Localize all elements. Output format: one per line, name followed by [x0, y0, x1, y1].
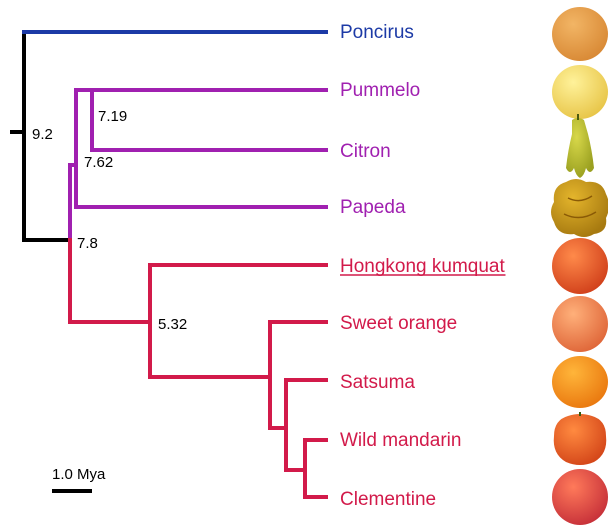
node-label-red-clade: 5.32	[158, 316, 187, 333]
taxon-label-wild-mandarin: Wild mandarin	[340, 430, 461, 451]
wild-mandarin-fruit-icon	[554, 412, 607, 465]
sweet-orange-fruit-icon	[552, 296, 608, 352]
papeda-fruit-icon	[551, 179, 608, 237]
branch-mandarin-clementine	[286, 440, 305, 497]
branch-satsuma-group	[270, 380, 286, 470]
taxon-label-citron: Citron	[340, 141, 391, 162]
taxon-label-sweet-orange: Sweet orange	[340, 313, 457, 334]
poncirus-fruit-icon	[552, 7, 608, 61]
clementine-fruit-icon	[552, 469, 608, 525]
taxon-label-pummelo: Pummelo	[340, 80, 420, 101]
branch-purple-stem	[70, 90, 76, 240]
taxon-label-papeda: Papeda	[340, 197, 406, 218]
branch-root	[12, 32, 24, 240]
kumquat-fruit-icon	[552, 238, 608, 294]
branch-mandarin-group	[150, 322, 270, 428]
scale-bar-label: 1.0 Mya	[52, 466, 106, 483]
branch-red-stem	[70, 240, 150, 322]
taxon-label-poncirus: Poncirus	[340, 22, 414, 43]
node-label-pummelo-citron: 7.19	[98, 108, 127, 125]
taxon-label-clementine: Clementine	[340, 489, 436, 510]
citron-fruit-icon	[566, 114, 594, 178]
taxon-label-satsuma: Satsuma	[340, 372, 415, 393]
node-label-purple-clade: 7.62	[84, 154, 113, 171]
node-label-core: 7.8	[77, 235, 98, 252]
branch-pummelo-citron	[76, 90, 92, 150]
taxon-label-hongkong-kumquat: Hongkong kumquat	[340, 256, 505, 277]
node-label-root: 9.2	[32, 126, 53, 143]
pummelo-fruit-icon	[552, 65, 608, 119]
satsuma-fruit-icon	[552, 356, 608, 408]
